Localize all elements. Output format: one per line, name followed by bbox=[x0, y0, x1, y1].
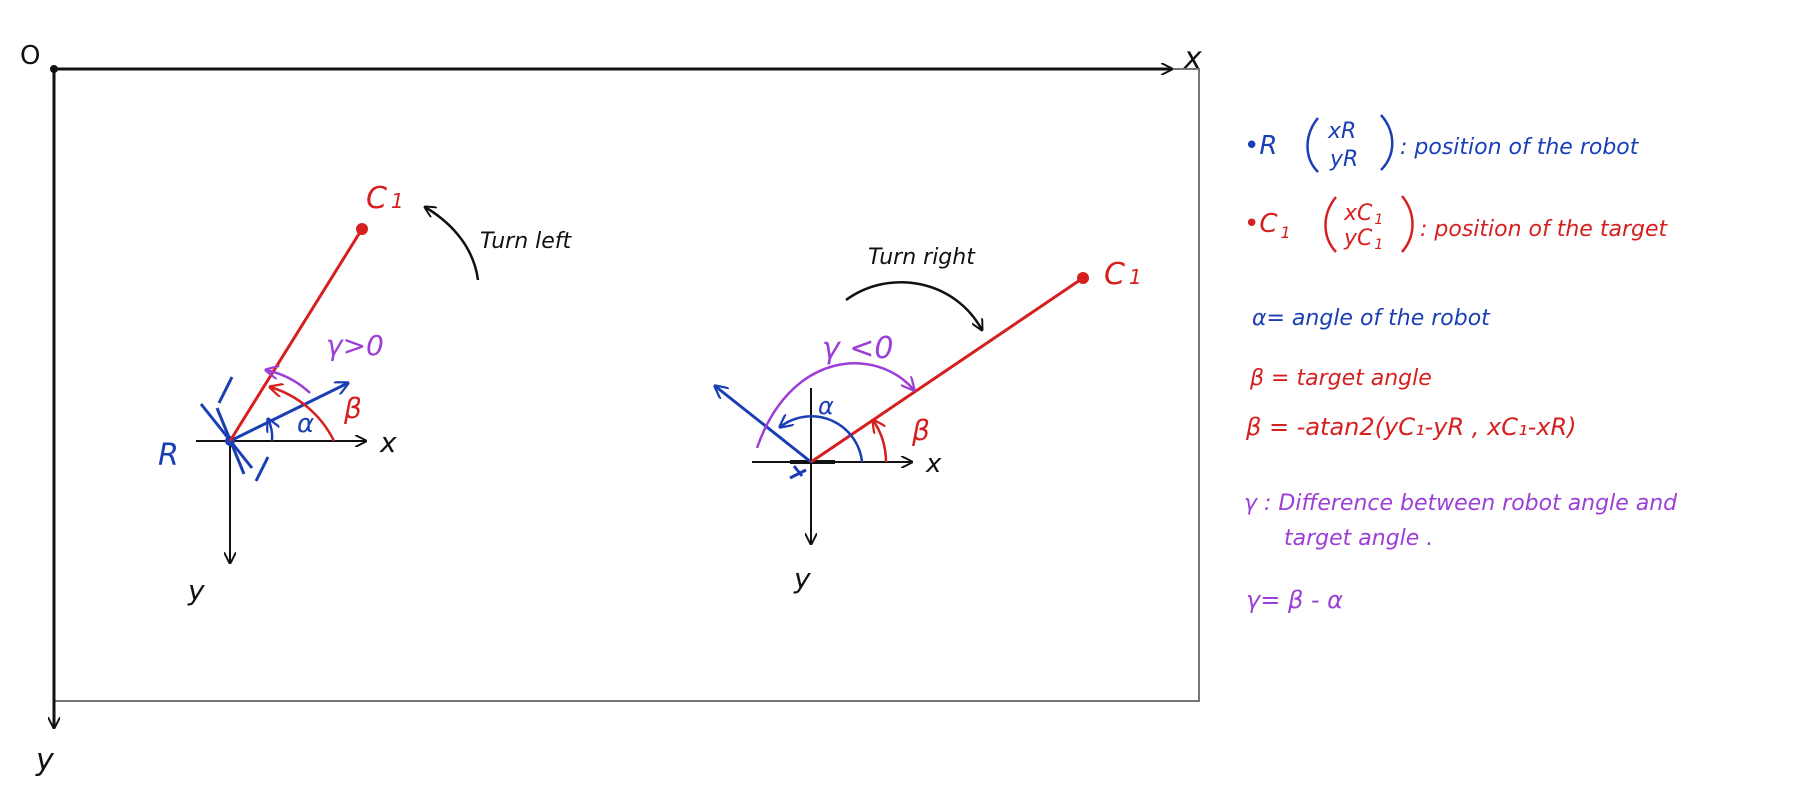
legend-gamma-def-line1: γ : Difference between robot angle and bbox=[1244, 491, 1678, 516]
frame-y-label: y bbox=[35, 743, 55, 778]
legend-robot-vec-bottom: yR bbox=[1329, 147, 1358, 172]
right-robot-heading bbox=[715, 386, 812, 464]
left-target-dot bbox=[356, 223, 368, 235]
right-turn-arrow bbox=[845, 281, 982, 330]
right-turn-label: Turn right bbox=[868, 245, 976, 270]
left-robot-label: R bbox=[158, 438, 179, 473]
left-robot-body bbox=[199, 376, 270, 482]
legend-gamma-def-line2: target angle . bbox=[1284, 526, 1433, 551]
right-alpha-label: α bbox=[818, 392, 834, 420]
right-beta-label: β bbox=[911, 414, 930, 447]
legend-robot-paren-right bbox=[1380, 114, 1394, 171]
left-turn-arrow bbox=[425, 207, 480, 281]
left-local-x-label: x bbox=[379, 426, 397, 459]
left-gamma-arc bbox=[266, 370, 311, 394]
legend-robot-bullet: •R bbox=[1244, 131, 1277, 161]
origin-label: O bbox=[20, 41, 40, 71]
legend-target-paren-left bbox=[1324, 196, 1337, 253]
frame-x-label: x bbox=[1183, 41, 1202, 76]
right-alpha-arc bbox=[780, 416, 864, 463]
right-local-x-label: x bbox=[925, 449, 942, 479]
world-frame: O x y bbox=[20, 41, 1202, 778]
right-gamma-arc bbox=[755, 362, 914, 449]
left-beta-arc bbox=[270, 387, 336, 442]
left-target-vector bbox=[228, 228, 364, 442]
right-gamma-label: γ <0 bbox=[822, 331, 894, 366]
legend-target-paren-right bbox=[1401, 195, 1414, 253]
legend-robot-paren-left bbox=[1306, 117, 1319, 173]
right-target-dot bbox=[1077, 272, 1089, 284]
legend-beta-def: β = target angle bbox=[1249, 366, 1432, 391]
legend-robot-desc: : position of the robot bbox=[1400, 135, 1640, 160]
left-alpha-label: α bbox=[297, 409, 314, 439]
right-local-y-label: y bbox=[793, 562, 811, 595]
left-robot-heading bbox=[229, 383, 348, 443]
legend-robot-vec-top: xR bbox=[1327, 119, 1356, 144]
left-local-y-label: y bbox=[187, 574, 205, 607]
left-alpha-arc bbox=[268, 419, 272, 442]
legend-target-desc: : position of the target bbox=[1420, 217, 1668, 242]
legend-alpha-def: α= angle of the robot bbox=[1252, 306, 1491, 331]
legend-gamma-formula: γ= β - α bbox=[1246, 586, 1343, 614]
frame-border bbox=[53, 68, 1200, 702]
left-turn-label: Turn left bbox=[480, 229, 573, 254]
legend-beta-formula: β = -atan2(yC₁-yR , xC₁-xR) bbox=[1245, 413, 1577, 441]
right-beta-arc bbox=[873, 420, 888, 463]
origin-dot bbox=[50, 65, 58, 73]
left-beta-label: β bbox=[343, 392, 362, 425]
right-target-vector bbox=[810, 276, 1084, 464]
left-gamma-label: γ>0 bbox=[326, 329, 384, 362]
right-robot-marks bbox=[789, 465, 807, 480]
